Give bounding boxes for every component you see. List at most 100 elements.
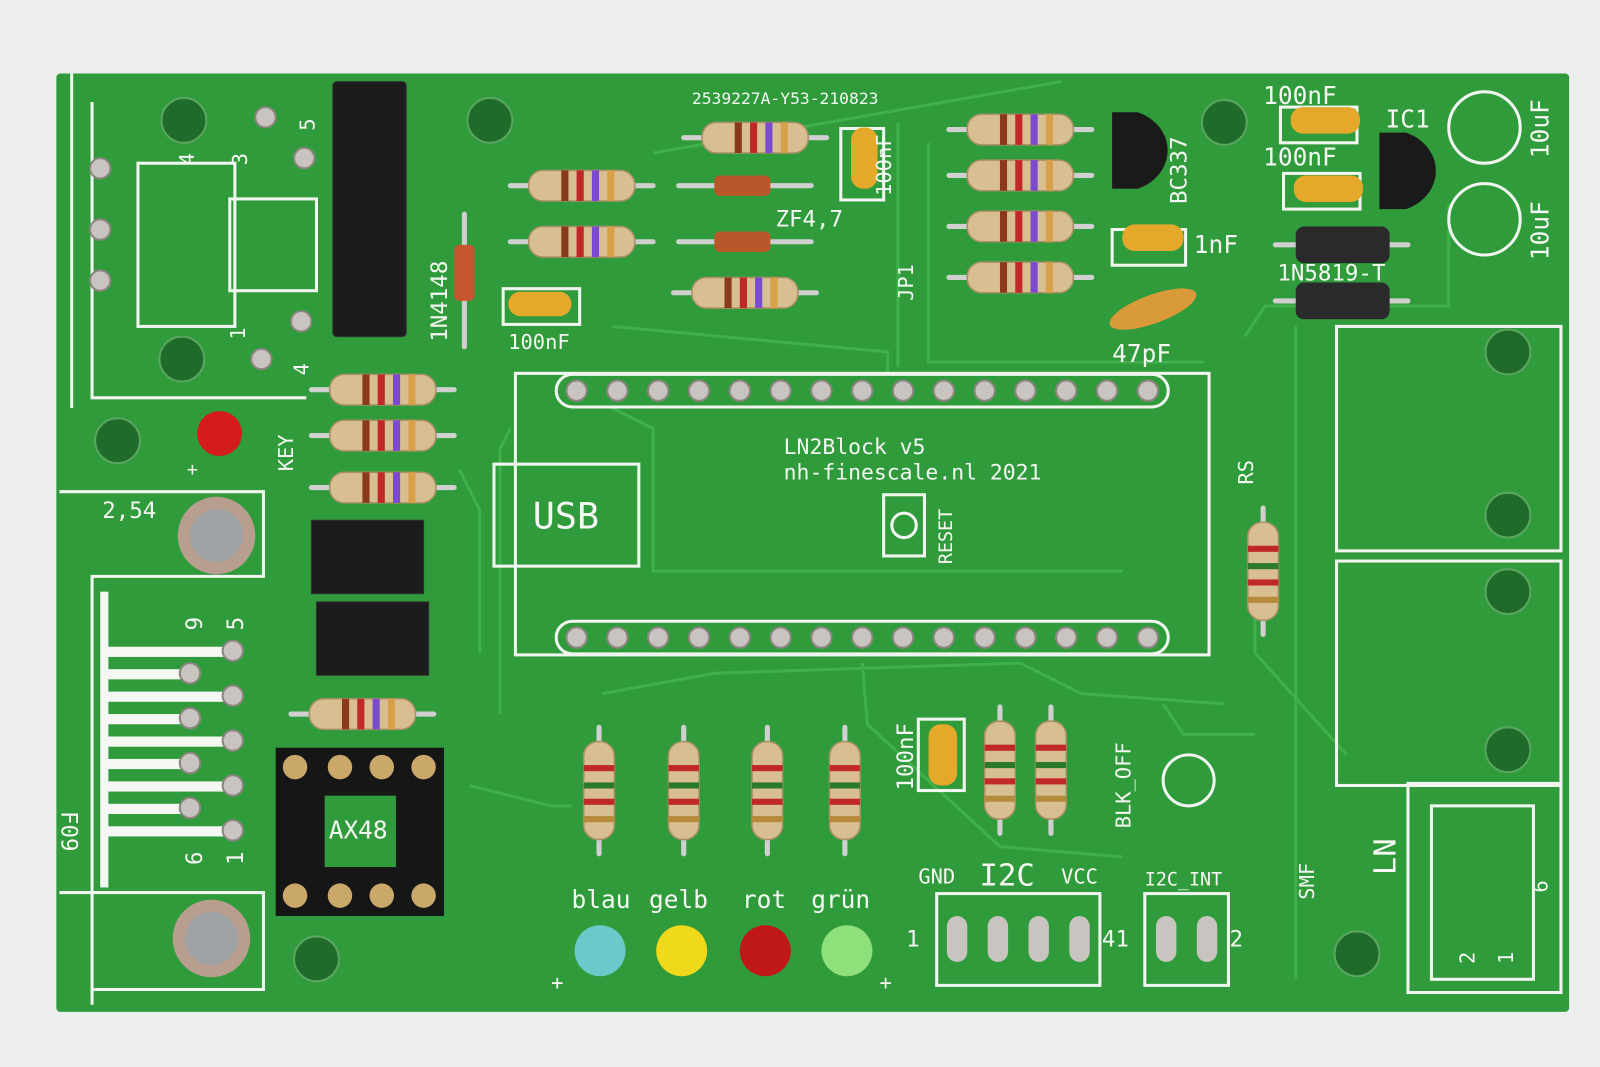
header-pin — [606, 379, 629, 402]
header-pin — [973, 626, 996, 649]
vcc-label: VCC — [1061, 864, 1098, 888]
header-pin — [728, 626, 752, 649]
ln-label: LN — [1369, 838, 1404, 875]
header-pin — [606, 626, 629, 649]
pitch-label: 2,54 — [102, 498, 156, 524]
header-pin — [646, 626, 670, 649]
diode-1n4148-label: 1N4148 — [427, 261, 453, 342]
conn-pin4b-label: 4 — [289, 363, 313, 375]
conn-pin4-label: 4 — [175, 153, 199, 165]
pad — [89, 157, 112, 180]
resistor — [667, 740, 700, 841]
order-code: 2539227A-Y53-210823 — [692, 89, 879, 108]
status-leds — [574, 925, 873, 977]
standoff-top — [177, 496, 256, 575]
pad — [89, 269, 112, 292]
header-pin — [1095, 379, 1119, 402]
copper-traces — [457, 80, 1451, 980]
resistors — [288, 113, 1095, 731]
conn-pin1-label: 1 — [226, 327, 250, 339]
edge-pads — [89, 106, 316, 842]
header-pin — [1136, 379, 1160, 402]
optocoupler-2 — [315, 601, 430, 676]
ln-pin1-label: 1 — [1494, 952, 1518, 964]
pad — [250, 347, 273, 371]
c-100nf-right2-label: 100nF — [1263, 142, 1337, 171]
zf-label: ZF4,7 — [776, 206, 844, 232]
key-led — [197, 411, 243, 456]
key-plus-label: + — [187, 459, 198, 480]
header-pin — [1055, 379, 1078, 402]
pad — [254, 106, 277, 129]
blk-off-label: BLK_OFF — [1112, 742, 1136, 828]
i2c-pin41-label: 41 — [1102, 927, 1129, 953]
header-row-bottom — [554, 619, 1170, 656]
edge-connector-fingers — [100, 591, 229, 888]
header-pin — [687, 379, 711, 402]
led-plus-left: + — [551, 970, 563, 994]
key-label: KEY — [274, 434, 298, 471]
header-pin — [851, 379, 874, 402]
header-pin — [932, 379, 956, 402]
pad — [178, 751, 202, 775]
led-label-blau: blau — [572, 885, 631, 914]
smf-label: SMF — [1295, 863, 1319, 900]
transistor-bc337 — [1112, 112, 1168, 189]
resistor — [1247, 521, 1280, 621]
header-pin — [810, 626, 833, 649]
c-100nf-top-label: 100nF — [872, 134, 896, 195]
jp1-label: JP1 — [894, 264, 918, 301]
i2c-label: I2C — [980, 858, 1035, 893]
ln-pin6-label: 6 — [1529, 880, 1553, 892]
header-pin — [1095, 626, 1119, 649]
i2c-int-pin2-label: 2 — [1229, 927, 1243, 953]
header-row-top — [554, 372, 1170, 409]
rs-label: RS — [1234, 460, 1258, 485]
mounting-holes — [94, 96, 1532, 983]
ln-pin2-label: 2 — [1455, 952, 1479, 964]
led-label-rot: rot — [742, 885, 786, 914]
pad — [221, 684, 245, 707]
bc337-label: BC337 — [1167, 136, 1193, 204]
c-100nf-bottom-label: 100nF — [893, 723, 919, 791]
pad — [178, 706, 202, 730]
pad — [221, 819, 245, 842]
header-pin — [932, 626, 956, 649]
header-pin — [769, 379, 792, 402]
pin9-label: 9 — [182, 617, 208, 631]
pad — [289, 310, 313, 333]
i2c-pin1-label: 1 — [906, 927, 920, 953]
gnd-label: GND — [918, 864, 955, 888]
ic1-label: IC1 — [1386, 105, 1430, 134]
board-title: LN2Block v5 — [784, 435, 926, 460]
pin5-label: 5 — [223, 617, 249, 631]
pin6-label: 6 — [182, 852, 208, 866]
led-plus-right: + — [880, 970, 892, 994]
header-pin — [565, 379, 588, 402]
header-pin — [1055, 626, 1078, 649]
opto-label: AX48 — [329, 816, 388, 845]
led-label-gruen: grün — [811, 885, 870, 914]
c-10uf-1-label: 10uF — [1526, 99, 1555, 158]
c-10uf-2-label: 10uF — [1526, 201, 1555, 260]
pad — [178, 796, 202, 820]
c-100nf-left-label: 100nF — [508, 330, 569, 354]
resistor — [1034, 720, 1068, 820]
resistor — [828, 740, 861, 841]
reset-label: RESET — [936, 509, 957, 564]
led-label-gelb: gelb — [649, 885, 708, 914]
resistor — [582, 740, 616, 841]
led-rot — [739, 925, 791, 977]
pad — [221, 774, 245, 797]
header-pin — [687, 626, 711, 649]
diode-1n5819-label: 1N5819-T — [1277, 261, 1385, 287]
conn-pin5-label: 5 — [295, 118, 319, 130]
header-pin — [565, 626, 588, 649]
optocoupler-1 — [310, 519, 425, 595]
schottky-diodes — [454, 175, 1411, 350]
capacitors — [508, 107, 1364, 786]
header-pin — [973, 379, 996, 402]
pin1-label: 1 — [223, 852, 249, 866]
resistor — [983, 720, 1017, 820]
resistor — [751, 740, 784, 841]
